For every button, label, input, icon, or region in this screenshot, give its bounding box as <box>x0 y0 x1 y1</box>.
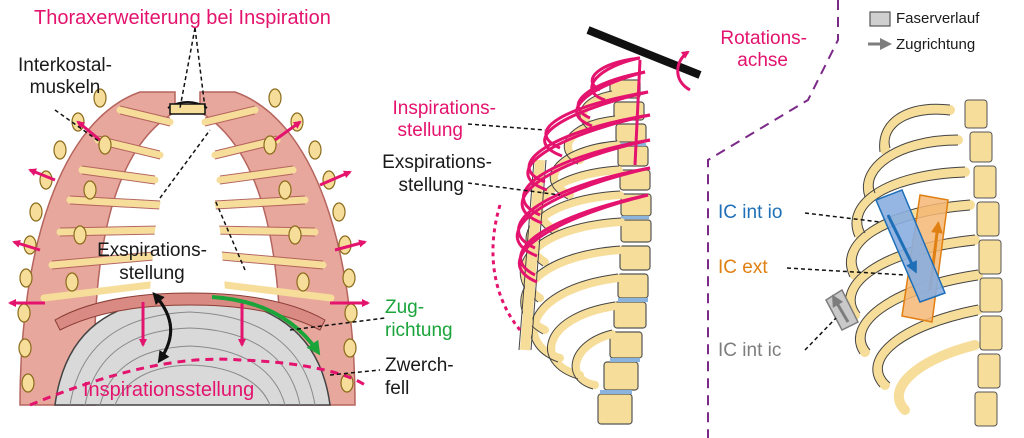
inspiration-diaphragm-line <box>29 357 366 407</box>
inner-beads <box>65 135 310 292</box>
ic-int-io-band <box>875 189 946 303</box>
frontal-thorax <box>8 27 386 407</box>
legend-fiber-icon <box>869 11 891 27</box>
interkostal-label-1: Interkostal- <box>18 55 112 76</box>
left-exsp-label-1: Exspirations- <box>97 240 207 261</box>
zug-label-1: Zug- <box>385 297 425 318</box>
rotation-label-1: Rotations- <box>720 28 807 49</box>
detail-spine <box>964 99 1003 427</box>
ic-int-io-arrow <box>886 214 917 274</box>
expansion-arrows <box>8 120 370 307</box>
pull-direction-arrow <box>211 295 321 356</box>
left-exsp-label-2: stellung <box>119 263 185 284</box>
right-beads <box>268 88 358 393</box>
legend-fiber-label: Faserverlauf <box>896 10 980 27</box>
detail-ribs <box>845 104 983 415</box>
lateral-thorax <box>467 26 702 425</box>
middle-exsp-label-2: stellung <box>398 175 465 196</box>
panel-divider <box>707 0 839 438</box>
zwerch-label-2: fell <box>385 378 410 399</box>
insp-label: Inspirationsstellung <box>83 379 255 401</box>
middle-exsp-label-1: Exspirations- <box>382 152 492 173</box>
inspiration-ribs <box>515 56 651 284</box>
ic-int-ic-arrow <box>831 294 850 323</box>
middle-insp-label-2: stellung <box>397 120 464 141</box>
rotation-label-2: achse <box>737 50 788 71</box>
interkostal-label-2: muskeln <box>29 77 101 98</box>
ic-ext-label: IC ext <box>718 257 768 278</box>
left-leader-lines <box>54 27 386 376</box>
rib-detail <box>786 11 1003 427</box>
left-title: Thoraxerweiterung bei Inspiration <box>34 7 331 29</box>
zwerch-label-1: Zwerch- <box>385 355 454 376</box>
middle-leader-lines <box>467 123 561 196</box>
ic-int-ic-label: IC int ic <box>718 340 782 361</box>
legend-pull-label: Zugrichtung <box>896 36 976 53</box>
zug-label-2: richtung <box>385 320 453 341</box>
inspiration-dotted-outline <box>491 204 522 331</box>
right-leader-lines <box>786 212 906 351</box>
ic-int-io-label: IC int io <box>718 202 783 223</box>
rotation-arrow <box>676 50 691 92</box>
rotation-axis-bar <box>586 26 702 79</box>
middle-insp-label-1: Inspirations- <box>392 98 497 119</box>
